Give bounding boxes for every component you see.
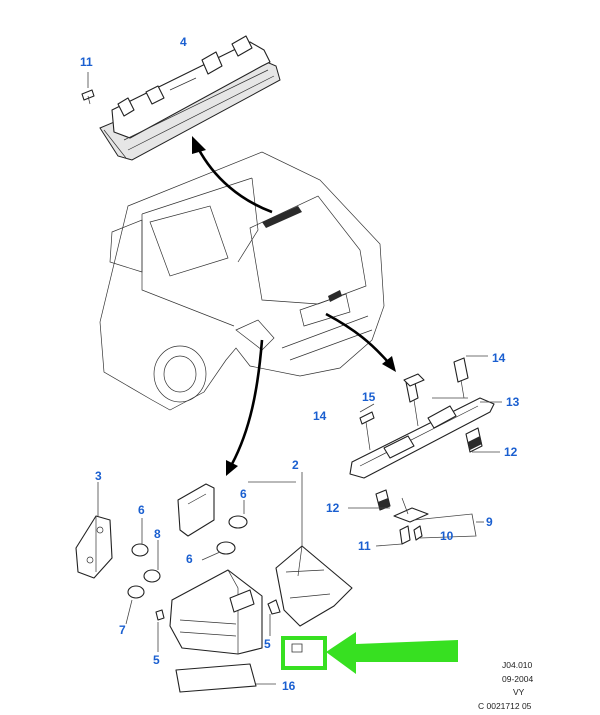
callout-8: 8 <box>154 527 161 541</box>
callout-12-right: 12 <box>504 445 518 459</box>
callout-4: 4 <box>180 35 187 49</box>
high-mounted-stop-lamp <box>99 35 281 161</box>
vehicle-rear-outline <box>99 151 385 411</box>
callout-11-bottom: 11 <box>358 539 371 553</box>
screw-top <box>81 72 95 105</box>
ref-code: J04.010 <box>502 660 533 670</box>
callout-6-mid: 6 <box>186 552 193 566</box>
callout-5-left: 5 <box>153 653 160 667</box>
callout-15: 15 <box>362 390 376 404</box>
rear-lamp-assembly <box>75 472 353 693</box>
highlight-box <box>281 636 327 670</box>
callout-11-top: 11 <box>80 55 93 69</box>
callout-6-left: 6 <box>138 503 145 517</box>
highlight-arrow <box>326 632 458 674</box>
ref-date: 09-2004 <box>502 674 533 684</box>
callout-2: 2 <box>292 458 299 472</box>
callout-6-top: 6 <box>240 487 247 501</box>
ref-initials: VY <box>513 687 525 697</box>
callout-9: 9 <box>486 515 493 529</box>
callout-16: 16 <box>282 679 296 693</box>
callout-7: 7 <box>119 623 126 637</box>
ref-drawing-number: C 0021712 05 <box>478 701 532 711</box>
callout-13: 13 <box>506 395 520 409</box>
callout-3: 3 <box>95 469 102 483</box>
license-plate-lamp-bracket <box>348 355 502 547</box>
callout-5-right: 5 <box>264 637 271 651</box>
callout-12-left: 12 <box>326 501 340 515</box>
callout-10: 10 <box>440 529 454 543</box>
callout-14-left: 14 <box>313 409 327 423</box>
location-arrows <box>192 136 396 476</box>
callout-14-top: 14 <box>492 351 506 365</box>
